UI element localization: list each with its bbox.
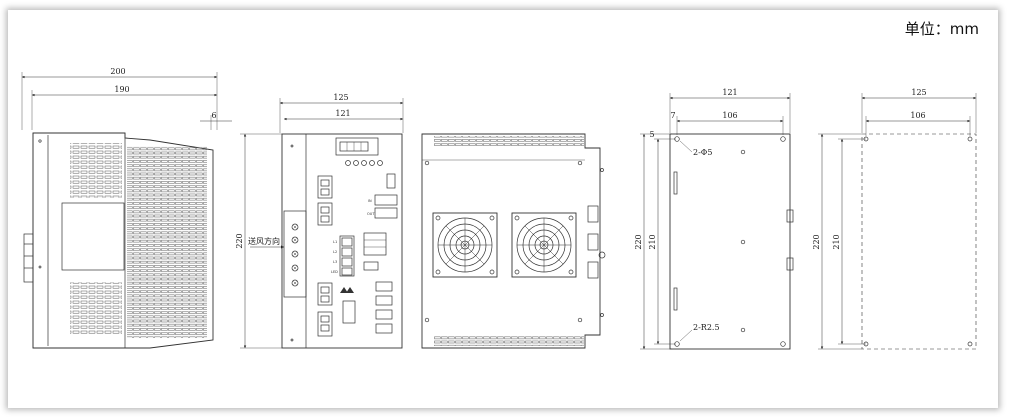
- dim-mount-hole-height: 210: [648, 234, 657, 249]
- unit-label: 单位：mm: [904, 20, 979, 38]
- front-view: [240, 98, 404, 349]
- dim-mount-hole-spacing: 106: [722, 111, 737, 120]
- terminal-label-l2: L2: [333, 250, 337, 254]
- mounting-view: [640, 93, 794, 350]
- port-label-out: OUT: [367, 212, 375, 216]
- dim-side-offset: 6: [211, 111, 216, 120]
- dim-mount-offset-top: 5: [649, 130, 654, 139]
- terminal-label-l1: L1: [333, 240, 337, 244]
- dim-mount-offset: 7: [670, 111, 675, 120]
- port-label-in: IN: [368, 199, 372, 203]
- dim-mount-hole-dia: 2-Φ5: [693, 148, 712, 157]
- airflow-label: 送风方向: [248, 236, 280, 246]
- dim-mount-height: 220: [634, 234, 643, 249]
- terminal-label-led: LED: [331, 270, 338, 274]
- dim-side-body-width: 190: [114, 85, 129, 94]
- dim-mount-width: 121: [722, 88, 737, 97]
- dim-front-body-width: 121: [335, 109, 350, 118]
- dim-front-total-width: 125: [333, 93, 348, 102]
- dim-side-total-width: 200: [110, 67, 125, 76]
- dim-cutout-width: 125: [911, 88, 926, 97]
- dim-cutout-hole-height: 210: [832, 234, 841, 249]
- terminal-label-l3: L3: [333, 260, 337, 264]
- dim-cutout-height: 220: [812, 234, 821, 249]
- rear-view: [421, 133, 606, 349]
- cutout-view: [818, 93, 977, 350]
- dim-cutout-hole-spacing: 106: [910, 111, 925, 120]
- dim-front-height: 220: [235, 233, 244, 248]
- dim-mount-slot-radius: 2-R2.5: [693, 323, 720, 332]
- side-view: [21, 72, 232, 349]
